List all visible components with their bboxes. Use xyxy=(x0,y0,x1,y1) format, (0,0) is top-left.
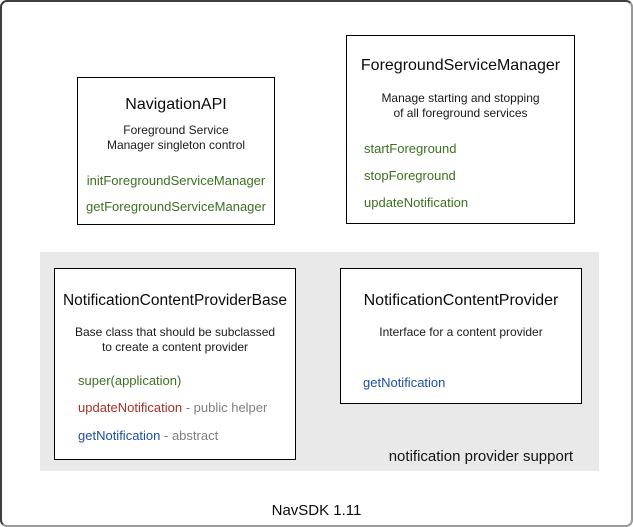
method-label: stopForeground xyxy=(364,168,456,183)
class-box-foreground-service-manager: ForegroundServiceManager Manage starting… xyxy=(346,35,575,224)
sdk-version-label: NavSDK 1.11 xyxy=(271,502,362,519)
method-label: getNotification xyxy=(78,428,161,443)
class-box-notification-content-provider-base: NotificationContentProviderBase Base cla… xyxy=(54,268,296,460)
method-label: getForegroundServiceManager xyxy=(86,199,266,214)
class-title: NotificationContentProvider xyxy=(363,292,559,309)
class-title: ForegroundServiceManager xyxy=(360,57,561,74)
class-description: Foreground Service Manager singleton con… xyxy=(78,123,274,153)
description-line: Manage starting and stopping xyxy=(381,91,540,105)
method-label: getNotification xyxy=(363,375,446,390)
method-label: initForegroundServiceManager xyxy=(86,173,266,188)
description-line: Base class that should be subclassed xyxy=(74,325,276,339)
class-description: Interface for a content provider xyxy=(341,325,581,340)
method-note: - public helper xyxy=(182,400,268,415)
class-title: NavigationAPI xyxy=(125,96,227,113)
method-label: super(application) xyxy=(78,373,182,388)
class-box-notification-content-provider: NotificationContentProvider Interface fo… xyxy=(340,268,582,404)
method-label: startForeground xyxy=(364,141,457,156)
class-box-navigation-api: NavigationAPI Foreground Service Manager… xyxy=(77,77,275,225)
description-line: Interface for a content provider xyxy=(379,325,543,339)
description-line: to create a content provider xyxy=(101,340,249,354)
method-row: getNotification - abstract xyxy=(55,428,295,444)
group-label: notification provider support xyxy=(388,448,573,465)
method-label: updateNotification xyxy=(364,195,469,210)
class-description: Manage starting and stopping of all fore… xyxy=(347,91,574,121)
description-line: of all foreground services xyxy=(393,106,528,120)
method-row: super(application) xyxy=(55,373,295,389)
description-line: Foreground Service xyxy=(123,123,229,137)
class-description: Base class that should be subclassed to … xyxy=(55,325,295,355)
class-title: NotificationContentProviderBase xyxy=(62,292,287,309)
method-row: updateNotification - public helper xyxy=(55,400,295,416)
description-line: Manager singleton control xyxy=(106,138,246,152)
method-note: - abstract xyxy=(160,428,219,443)
method-label: updateNotification xyxy=(78,400,183,415)
